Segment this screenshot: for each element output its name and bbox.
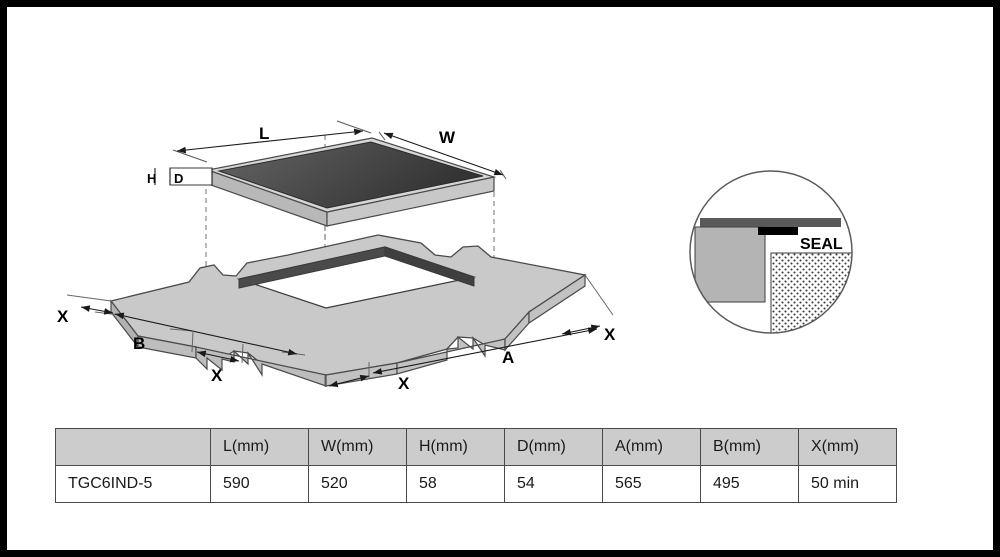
dimensions-table: L(mm) W(mm) H(mm) D(mm) A(mm) B(mm) X(mm…	[55, 428, 897, 503]
cell-L: 590	[210, 465, 309, 503]
cell-D: 54	[504, 465, 603, 503]
header-cell-D: D(mm)	[504, 428, 603, 466]
cell-W: 520	[308, 465, 407, 503]
header-cell-model	[55, 428, 211, 466]
label-X-bottom-left: X	[211, 366, 223, 385]
cooktop-body	[205, 137, 497, 227]
table-header-row: L(mm) W(mm) H(mm) D(mm) A(mm) B(mm) X(mm…	[55, 428, 897, 466]
label-B: B	[133, 334, 145, 353]
header-cell-H: H(mm)	[406, 428, 505, 466]
dimension-X-left: X	[57, 305, 114, 326]
cell-model: TGC6IND-5	[55, 465, 211, 503]
dimension-length: L	[172, 120, 372, 163]
label-X-left: X	[57, 307, 69, 326]
header-cell-B: B(mm)	[700, 428, 799, 466]
label-X-right: X	[604, 325, 616, 344]
cell-H: 58	[406, 465, 505, 503]
label-H: H	[147, 171, 156, 186]
dimension-X-bottom-right: X	[328, 374, 410, 393]
label-SEAL: SEAL	[800, 236, 843, 253]
cell-X: 50 min	[798, 465, 897, 503]
cell-B: 495	[700, 465, 799, 503]
dimension-width: W	[378, 128, 507, 180]
dimension-X-right: X	[561, 324, 616, 344]
dimension-A: A	[324, 274, 614, 387]
label-L: L	[259, 124, 269, 143]
label-X-bottom-center: X	[398, 374, 410, 393]
seal-detail-group: SEAL	[689, 170, 853, 334]
detail-circle	[689, 170, 853, 334]
cell-A: 565	[602, 465, 701, 503]
technical-drawing-canvas: L W H D	[57, 120, 853, 393]
dimension-height-depth: H D	[147, 167, 213, 186]
dimension-B: B	[66, 294, 306, 356]
header-cell-W: W(mm)	[308, 428, 407, 466]
header-cell-L: L(mm)	[210, 428, 309, 466]
header-cell-X: X(mm)	[798, 428, 897, 466]
header-cell-A: A(mm)	[602, 428, 701, 466]
label-A: A	[502, 348, 514, 367]
table-row: TGC6IND-5 590 520 58 54 565 495 50 min	[55, 465, 897, 503]
label-W: W	[439, 128, 456, 147]
label-D: D	[174, 171, 183, 186]
dimension-X-bottom-left: X	[191, 330, 244, 385]
